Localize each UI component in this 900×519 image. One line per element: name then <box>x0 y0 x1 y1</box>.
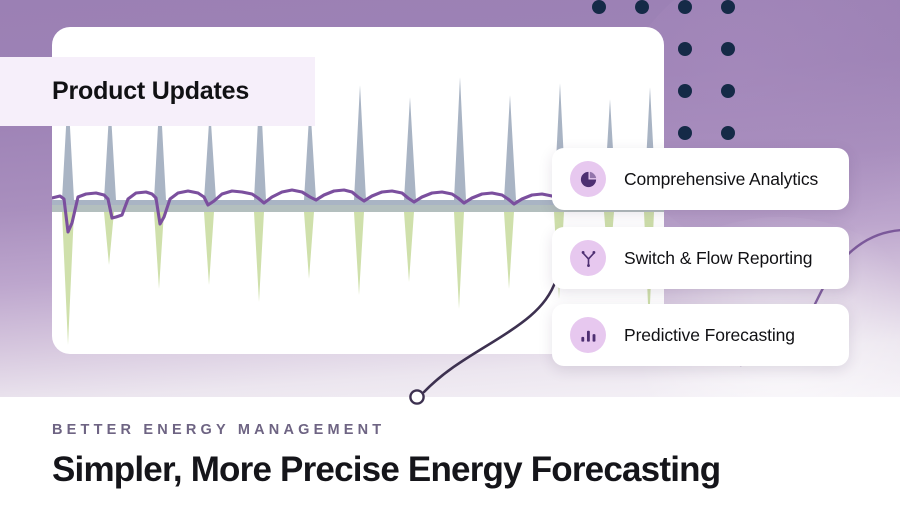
eyebrow-text: BETTER ENERGY MANAGEMENT <box>52 422 386 438</box>
feature-card-predictive-forecasting[interactable]: Predictive Forecasting <box>552 304 849 366</box>
page-title: Simpler, More Precise Energy Forecasting <box>52 450 721 489</box>
feature-card-comprehensive-analytics[interactable]: Comprehensive Analytics <box>552 148 849 210</box>
feature-card-label: Switch & Flow Reporting <box>624 247 813 268</box>
bar-chart-icon <box>570 317 606 353</box>
energy-waveform-chart <box>52 77 664 345</box>
flow-branch-icon <box>570 240 606 276</box>
chart-trend-line <box>52 188 664 234</box>
chart-series-positive-grey <box>52 77 664 205</box>
chart-series-negative-green <box>52 205 664 345</box>
feature-card-label: Predictive Forecasting <box>624 324 795 345</box>
product-updates-badge: Product Updates <box>0 57 315 126</box>
product-updates-badge-label: Product Updates <box>52 77 250 105</box>
feature-card-switch-flow-reporting[interactable]: Switch & Flow Reporting <box>552 227 849 289</box>
pie-chart-icon <box>570 161 606 197</box>
feature-card-label: Comprehensive Analytics <box>624 168 819 189</box>
